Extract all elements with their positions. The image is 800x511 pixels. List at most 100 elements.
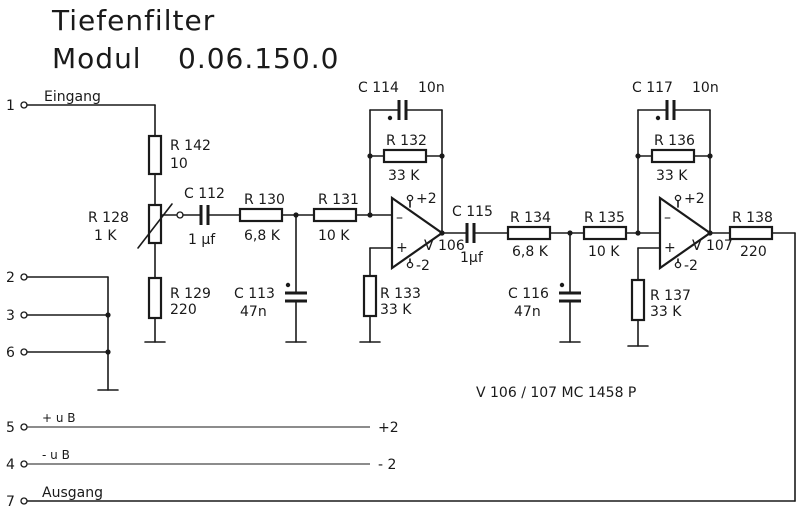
r131-value: 10 K [318, 228, 350, 244]
r129-value: 220 [170, 302, 197, 318]
r129-label: R 129 [170, 286, 211, 302]
terminal-7-number: 7 [6, 494, 15, 510]
terminal-1-pin [20, 101, 28, 109]
r128-value: 1 K [94, 228, 117, 244]
v107-supply-minus-pin [674, 261, 682, 269]
v107-supply-plus: +2 [684, 191, 705, 207]
r136-label: R 136 [654, 133, 695, 149]
r131-resistor [312, 207, 358, 223]
r128-label: R 128 [88, 210, 129, 226]
terminal-3: 3 [6, 308, 111, 324]
r142-resistor [147, 134, 163, 176]
r130-value: 6,8 K [244, 228, 281, 244]
r135-value: 10 K [588, 244, 620, 260]
r134-label: R 134 [510, 210, 551, 226]
c112-value: 1 µf [188, 232, 216, 248]
c117-value: 10n [692, 80, 719, 96]
terminal-4-pin [20, 460, 28, 468]
v107-supply-minus: -2 [684, 258, 698, 274]
terminal-2-number: 2 [6, 270, 15, 286]
terminal-3-pin [20, 311, 28, 319]
minus-ub-label: - u B [42, 448, 70, 462]
r133-label: R 133 [380, 286, 421, 302]
v106-supply-plus-pin [406, 194, 414, 202]
r138-resistor [728, 225, 774, 241]
c116-value: 47n [514, 304, 541, 320]
diagram-title: Tiefenfilter [51, 4, 215, 37]
v107-opamp [658, 195, 712, 271]
terminal-7-pin [20, 497, 28, 505]
c112-label: C 112 [184, 186, 225, 202]
r134-resistor [506, 225, 552, 241]
r134-value: 6,8 K [512, 244, 549, 260]
c113-value: 47n [240, 304, 267, 320]
r135-label: R 135 [584, 210, 625, 226]
terminal-5-number: 5 [6, 420, 15, 436]
terminal-1: 1 Eingang [6, 89, 156, 114]
c113-polarity [285, 282, 291, 288]
module-label: Modul [52, 42, 142, 75]
r129-resistor [147, 276, 163, 320]
terminal-7: 7 Ausgang [6, 485, 103, 510]
terminal-5: 5 + u B +2 [6, 411, 399, 436]
r138-value: 220 [740, 244, 767, 260]
v107-minus-input: – [664, 210, 671, 226]
c116-label: C 116 [508, 286, 549, 302]
r137-value: 33 K [650, 304, 682, 320]
minus2-label: - 2 [378, 457, 396, 473]
c117-label: C 117 [632, 80, 673, 96]
terminal-6-pin [20, 348, 28, 356]
v106-supply-plus: +2 [416, 191, 437, 207]
c114-polarity [387, 115, 393, 121]
c117-polarity [655, 115, 661, 121]
c113-label: C 113 [234, 286, 275, 302]
v106-supply-minus: -2 [416, 258, 430, 274]
v106-supply-minus-pin [406, 261, 414, 269]
r132-value: 33 K [388, 168, 420, 184]
r132-label: R 132 [386, 133, 427, 149]
v107-plus-input: + [664, 240, 676, 256]
plus-ub-label: + u B [42, 411, 76, 425]
terminal-3-number: 3 [6, 308, 15, 324]
r142-value: 10 [170, 156, 188, 172]
r131-label: R 131 [318, 192, 359, 208]
r136-value: 33 K [656, 168, 688, 184]
r130-resistor [238, 207, 284, 223]
v107-label: V 107 [692, 238, 733, 254]
v106-label: V 106 [424, 238, 465, 254]
v106-opamp [390, 195, 444, 271]
c116-polarity [559, 282, 565, 288]
terminal-5-pin [20, 423, 28, 431]
terminal-6-number: 6 [6, 345, 15, 361]
terminal-2: 2 [6, 270, 109, 286]
terminal-6: 6 [6, 345, 111, 361]
v106-minus-input: – [396, 210, 403, 226]
c115-value: 1µf [460, 250, 484, 266]
terminal-1-number: 1 [6, 98, 15, 114]
r137-label: R 137 [650, 288, 691, 304]
module-number: 0.06.150.0 [178, 42, 339, 75]
r133-resistor [362, 274, 378, 318]
r142-label: R 142 [170, 138, 211, 154]
c114-label: C 114 [358, 80, 399, 96]
c115-label: C 115 [452, 204, 493, 220]
terminal-4-number: 4 [6, 457, 15, 473]
terminal-4: 4 - u B - 2 [6, 448, 396, 473]
r128-adjust-arrow [137, 203, 173, 249]
v106-plus-input: + [396, 240, 408, 256]
v107-supply-plus-pin [674, 194, 682, 202]
c114-value: 10n [418, 80, 445, 96]
eingang-label: Eingang [44, 89, 101, 105]
plus2-label: +2 [378, 420, 399, 436]
opamp-type-note: V 106 / 107 MC 1458 P [476, 385, 636, 401]
r128-wiper-pin [176, 211, 184, 219]
r130-label: R 130 [244, 192, 285, 208]
r133-value: 33 K [380, 302, 412, 318]
r135-resistor [582, 225, 628, 241]
r137-resistor [630, 278, 646, 322]
ausgang-label: Ausgang [42, 485, 103, 501]
terminal-2-pin [20, 273, 28, 281]
r128-potentiometer [147, 203, 163, 245]
